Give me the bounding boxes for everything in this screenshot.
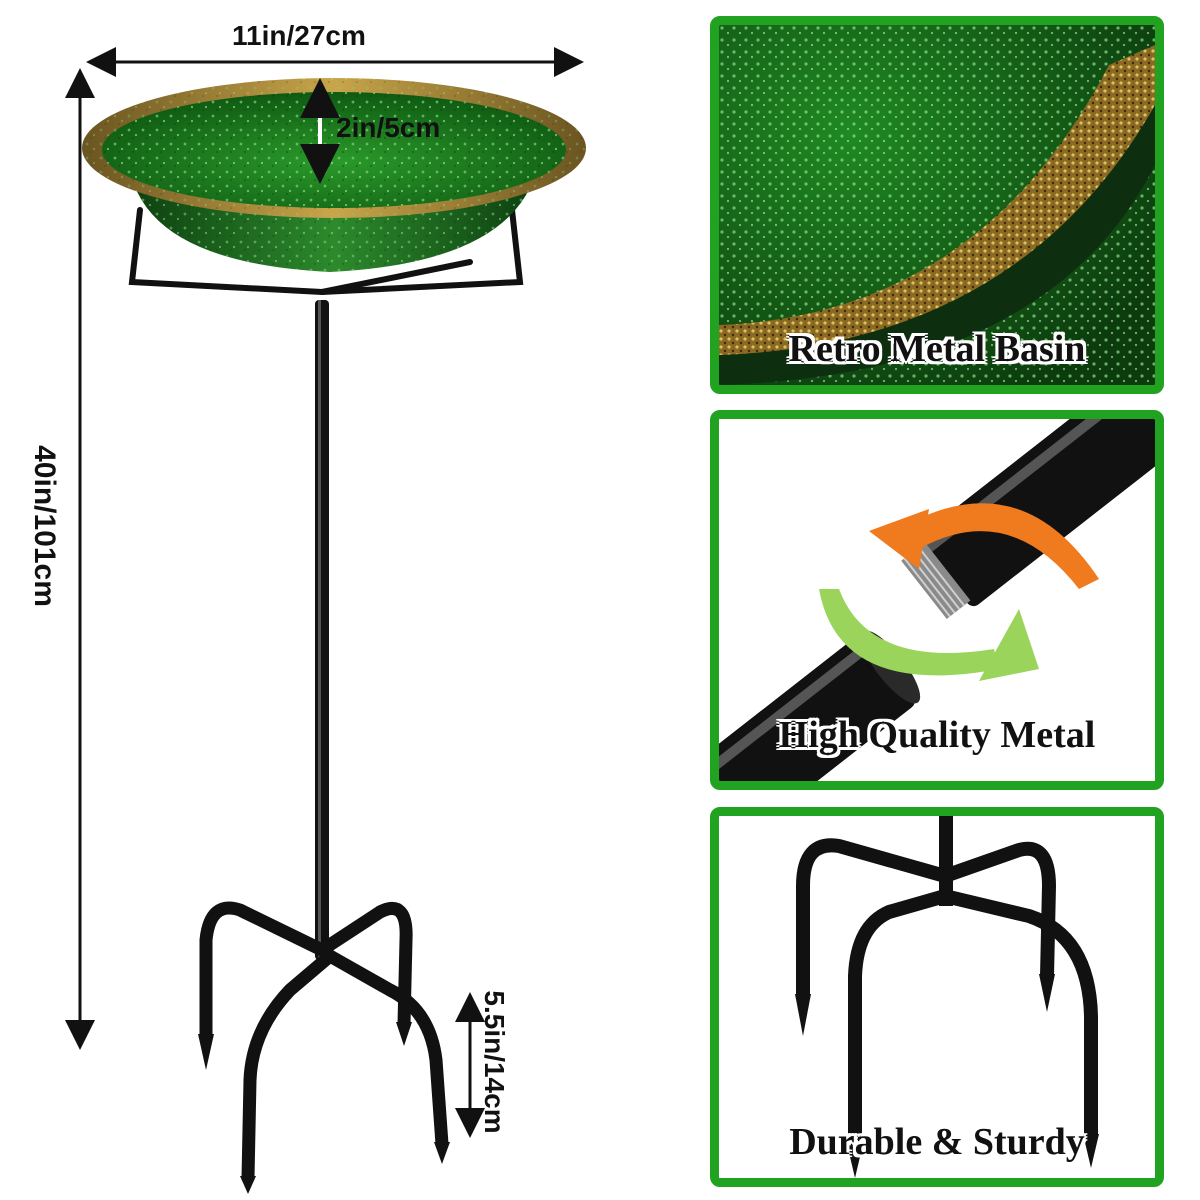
basin-closeup — [719, 25, 1155, 385]
stand-legs — [199, 901, 449, 1185]
orange-rotate-arrow — [899, 503, 1099, 589]
basin-bracket — [128, 207, 524, 296]
feature-caption-sturdy: Durable & Sturdy — [789, 1121, 1085, 1163]
pole-thread-closeup — [719, 419, 1155, 781]
feature-panel-basin: Retro Metal Basin — [710, 16, 1164, 394]
leg-height-label: 5.5in/14cm — [479, 990, 510, 1134]
feature-panel-sturdy: Durable & Sturdy — [710, 807, 1164, 1187]
width-label: 11in/27cm — [232, 20, 366, 51]
depth-label: 2in/5cm — [336, 112, 441, 143]
stand-pole — [315, 300, 329, 960]
feature-caption-metal: High Quality Metal — [778, 714, 1096, 756]
stand-legs-closeup — [719, 816, 1155, 1178]
green-rotate-arrow — [819, 589, 999, 676]
feature-panel-metal: High Quality Metal — [710, 410, 1164, 790]
height-label: 40in/101cm — [28, 445, 61, 607]
feature-caption-basin: Retro Metal Basin — [788, 328, 1086, 370]
